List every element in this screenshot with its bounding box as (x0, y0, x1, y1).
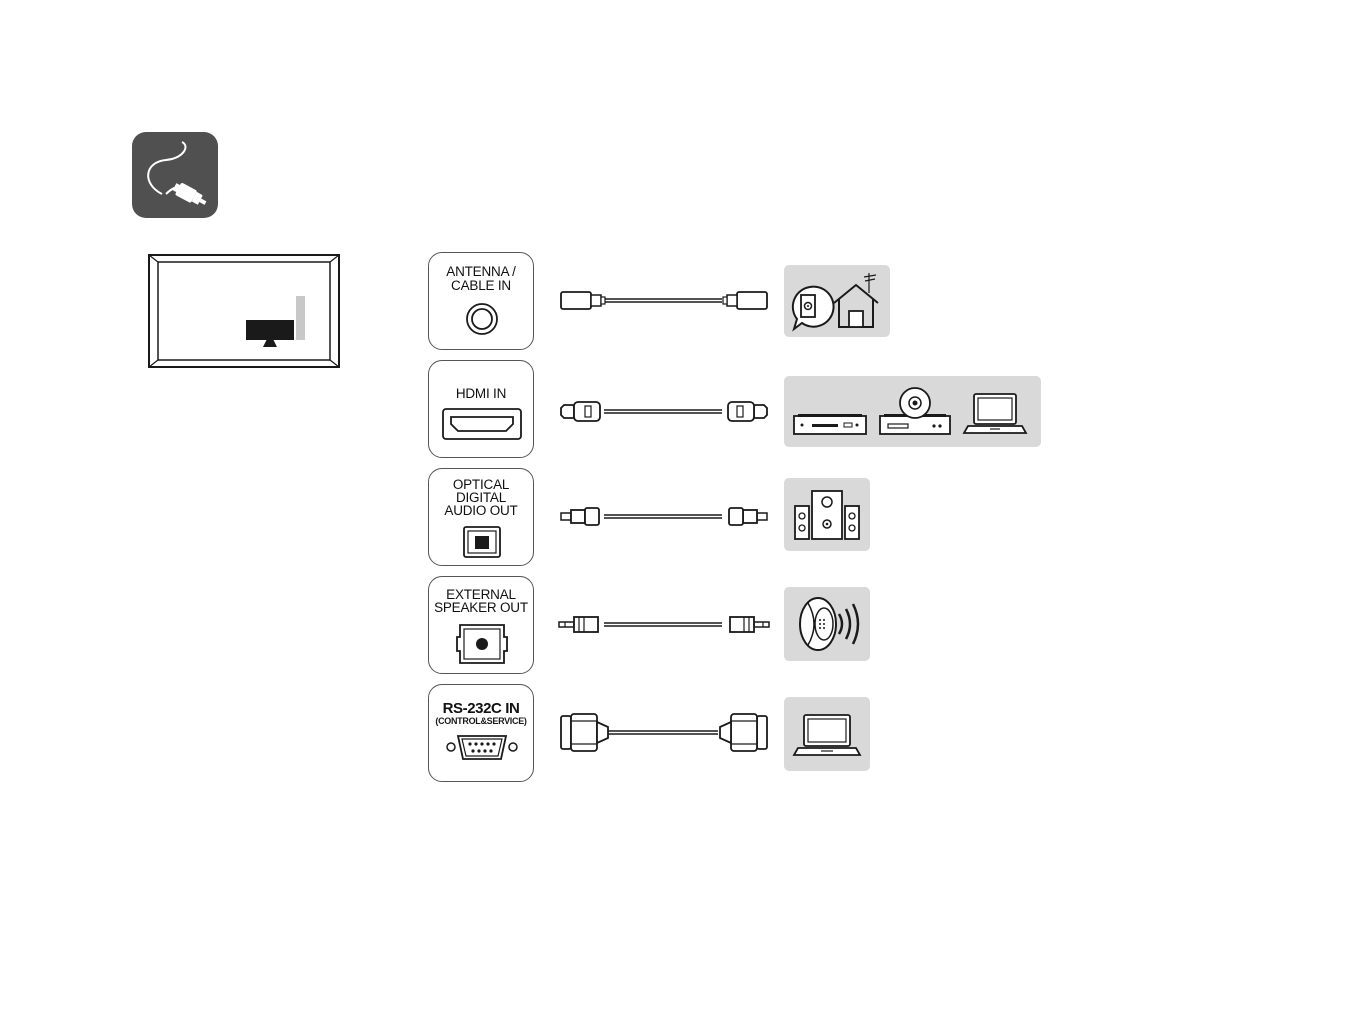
port-external-speaker-out: EXTERNAL SPEAKER OUT (428, 576, 534, 674)
speaker-system-icon (784, 478, 870, 551)
laptop-icon (784, 697, 870, 771)
port-rs232c-in: RS-232C IN (CONTROL&SERVICE) (428, 684, 534, 782)
audio-jack-cable-icon (556, 604, 772, 644)
cable-connection-icon (132, 132, 218, 218)
port-label: ANTENNA / CABLE IN (429, 253, 533, 293)
set-top-box-icon (794, 414, 866, 434)
serial-cable-icon (556, 712, 772, 752)
port-antenna-cable-in: ANTENNA / CABLE IN (428, 252, 534, 350)
hdmi-port-icon (429, 397, 535, 457)
av-devices-icon (784, 376, 1041, 447)
port-label: HDMI IN (429, 361, 533, 401)
d-sub-port-icon (429, 731, 535, 781)
coaxial-port-icon (429, 299, 535, 349)
optical-port-icon (429, 519, 535, 565)
port-optical-digital-audio-out: OPTICAL DIGITAL AUDIO OUT (428, 468, 534, 566)
optical-cable-icon (556, 496, 772, 536)
speaker-jack-icon (429, 615, 535, 673)
hdmi-cable-icon (556, 391, 772, 431)
coaxial-cable-icon (556, 280, 772, 320)
laptop-icon (964, 394, 1026, 433)
port-label: EXTERNAL SPEAKER OUT (429, 577, 533, 614)
port-label: RS-232C IN (429, 685, 533, 716)
port-label: OPTICAL DIGITAL AUDIO OUT (429, 469, 533, 517)
port-hdmi-in: HDMI IN (428, 360, 534, 458)
port-sublabel: (CONTROL&SERVICE) (429, 716, 533, 727)
external-speaker-icon (784, 587, 870, 661)
dvd-player-icon (880, 388, 950, 434)
tv-rear-panel-icon (148, 254, 340, 368)
antenna-house-icon (784, 265, 890, 337)
